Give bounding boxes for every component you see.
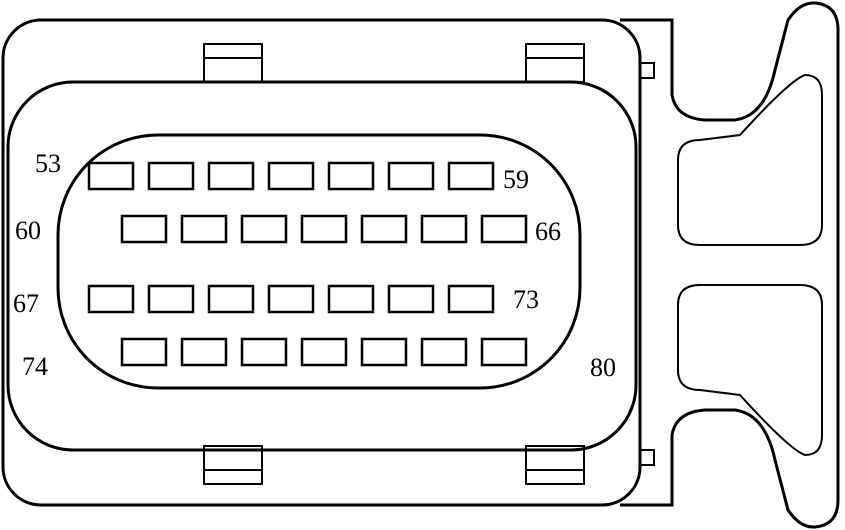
pin-cavity [480, 337, 528, 367]
pin-label-74: 74 [22, 352, 48, 381]
pin-cavity [447, 161, 495, 191]
pin-cavity [447, 284, 495, 314]
pin-label-60: 60 [15, 216, 41, 245]
pin-cavity [240, 337, 288, 367]
pin-cavity [267, 284, 315, 314]
pin-cavity [180, 214, 228, 244]
bottom-left-clip [203, 445, 263, 485]
pin-cavity [207, 161, 255, 191]
pin-cavity [480, 214, 528, 244]
side-tab-top [639, 62, 655, 79]
pin-cavity [327, 161, 375, 191]
pin-cavity [327, 284, 375, 314]
pin-cavity [147, 284, 195, 314]
pin-label-53: 53 [35, 149, 61, 178]
connector-body [6, 80, 638, 452]
pin-cavity [267, 161, 315, 191]
connector-latch [620, 1, 840, 529]
pin-cavity [207, 284, 255, 314]
latch-slot-lower [677, 284, 823, 457]
latch-slot-upper [677, 73, 823, 246]
pin-label-80: 80 [590, 353, 616, 382]
pin-cavity [387, 284, 435, 314]
top-right-clip [525, 43, 585, 83]
pin-cavity [147, 161, 195, 191]
pin-cavity [420, 214, 468, 244]
pin-cavity [300, 337, 348, 367]
pin-cavity [240, 214, 288, 244]
pin-cavity [420, 337, 468, 367]
side-tab-bottom [639, 449, 655, 466]
pin-cavity [87, 284, 135, 314]
pin-label-59: 59 [503, 165, 529, 194]
pin-cavity [300, 214, 348, 244]
pin-label-73: 73 [513, 285, 539, 314]
pin-cavity [387, 161, 435, 191]
pin-cavity [360, 337, 408, 367]
pin-label-67: 67 [13, 289, 39, 318]
pin-cavity [120, 214, 168, 244]
pin-cavity [360, 214, 408, 244]
pin-cavity [87, 161, 135, 191]
bottom-right-clip [525, 445, 585, 485]
pin-cavity [180, 337, 228, 367]
pin-label-66: 66 [535, 217, 561, 246]
top-left-clip [203, 43, 263, 83]
pin-field [56, 133, 582, 390]
connector-housing [1, 18, 642, 507]
pin-cavity [120, 337, 168, 367]
